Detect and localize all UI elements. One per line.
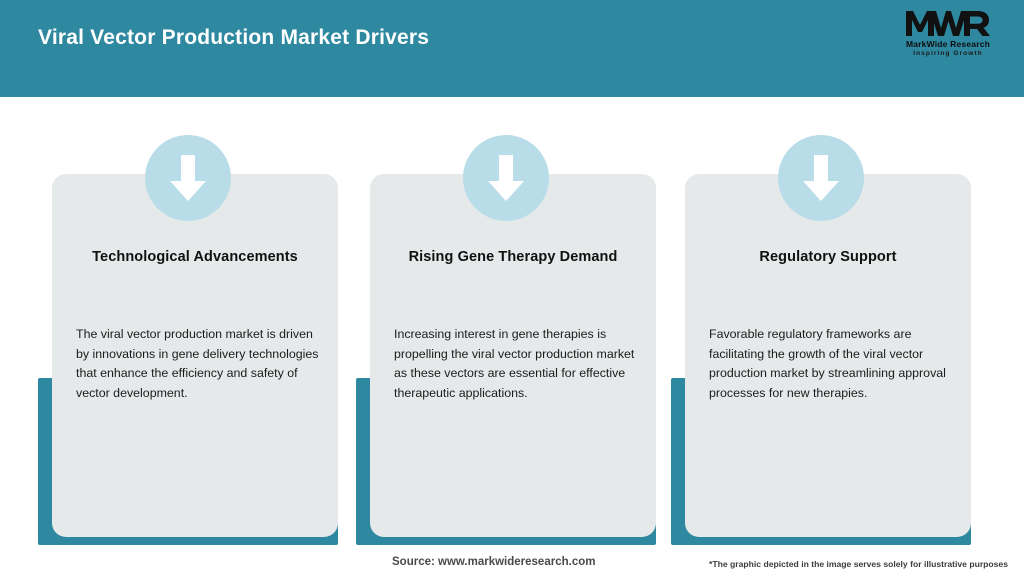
card-body-3: Favorable regulatory frameworks are faci…	[709, 327, 946, 400]
down-arrow-icon-2	[463, 135, 549, 221]
brand-tagline: Inspiring Growth	[913, 50, 983, 57]
card-panel-1	[52, 174, 338, 537]
card-panel-3	[685, 174, 971, 537]
driver-card-1[interactable]: Technological Advancements The viral vec…	[38, 97, 344, 549]
card-body-1: The viral vector production market is dr…	[76, 327, 319, 400]
card-panel-2	[370, 174, 656, 537]
card-title-1: Technological Advancements	[92, 249, 298, 265]
down-arrow-icon-1	[145, 135, 231, 221]
card-title-2: Rising Gene Therapy Demand	[408, 249, 618, 265]
mwr-monogram-icon	[892, 8, 1004, 38]
driver-card-3[interactable]: Regulatory Support Favorable regulatory …	[671, 97, 977, 549]
down-arrow-icon-3	[778, 135, 864, 221]
header-bar: Viral Vector Production Market Drivers M…	[0, 0, 1024, 97]
source-label: Source: www.markwideresearch.com	[392, 556, 596, 568]
driver-card-2[interactable]: Rising Gene Therapy Demand Increasing in…	[356, 97, 662, 549]
brand-name: MarkWide Research	[905, 39, 991, 49]
driver-cards-row: Technological Advancements The viral vec…	[0, 97, 1024, 549]
brand-logo: MarkWide Research Inspiring Growth	[892, 8, 1004, 60]
card-title-3: Regulatory Support	[759, 249, 897, 265]
disclaimer-label: *The graphic depicted in the image serve…	[709, 559, 1008, 569]
card-body-2: Increasing interest in gene therapies is…	[394, 327, 635, 400]
page-title: Viral Vector Production Market Drivers	[38, 26, 430, 49]
